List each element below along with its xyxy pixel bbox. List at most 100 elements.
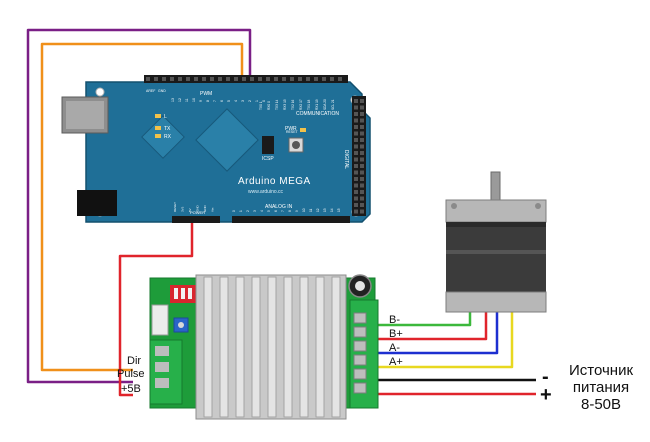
a-plus-pin-label: A+ [389,356,403,368]
header-hole [274,77,278,81]
header-hole [354,144,358,149]
header-hole [178,77,182,81]
wire-b-minus-green [358,308,472,327]
header-hole [218,77,222,81]
pin-label: Vin [211,207,215,212]
pin-label: TX0 1 [259,101,263,110]
header-pin-holes [146,77,364,214]
header-hole [360,144,364,149]
header-hole [338,77,342,81]
header-hole [266,77,270,81]
aref-label: AREF [146,89,155,93]
pin-label: 1 [255,100,259,102]
analog-in-section-label: ANALOG IN [265,204,293,210]
header-hole [202,77,206,81]
pin-label: 10 [192,98,196,102]
pin-label: 9 [199,100,203,102]
header-hole [360,151,364,155]
plus-5v-pin-label: +5B [121,383,141,395]
heatsink-fin [267,276,277,418]
icsp-label: ICSP [262,156,274,162]
stepper-motor [445,171,547,313]
pin-label: 11 [309,208,313,212]
pin-label: 3V3 [181,206,185,212]
pin-label: 12 [178,98,182,102]
header-hole [360,118,364,123]
reset-label: RESET [286,130,299,134]
pin-label: 4 [234,100,238,102]
heatsink-fin [283,276,293,418]
power-supply-label: Источник питания 8-50В [556,362,646,413]
motor-rear-plate [445,291,547,313]
header-hole [186,77,190,81]
header-hole [354,190,358,194]
psu-title-line1: Источник [568,362,634,379]
wire-a-minus-blue [358,308,499,355]
power-header [172,216,220,223]
arduino-model-label: Arduino MEGA [238,176,311,187]
header-hole [354,177,358,181]
header-hole [360,131,364,136]
pin-label: 6 [220,100,224,102]
pin-label: TX2 16 [291,99,295,110]
terminal-screw [353,326,367,338]
pin-label: SDA 20 [323,99,327,110]
pin-label: TX3 14 [275,99,279,110]
terminal-screw [353,368,367,380]
led-label-rx: RX [164,134,172,140]
terminal-screw [353,340,367,352]
led-label-l: L [164,114,167,120]
terminal-screw [353,382,367,394]
header-hole [360,170,364,175]
header-hole [354,138,358,142]
gnd-label: GND [158,89,166,93]
header-hole [354,170,358,175]
header-hole [250,77,254,81]
pin-label: TX1 18 [307,99,311,110]
psu-minus-sign: - [542,366,549,388]
pin-label: RESET [173,202,177,212]
pin-label: 2 [248,100,252,102]
heatsink [195,274,347,420]
header-hole [360,177,364,181]
pin-label: 0 [262,100,266,102]
main-chip [195,108,259,172]
header-hole [354,183,358,188]
pulse-pin-label: Pulse [117,368,145,380]
header-hole [306,77,310,81]
header-hole [258,77,262,81]
pin-label: 7 [213,100,217,102]
pin-label: GND [203,205,207,213]
header-hole [360,157,364,162]
pin-label: 9 [295,210,299,212]
heatsink-fin [235,276,245,418]
pin-label: 0 [232,210,236,212]
psu-voltage: 8-50В [580,396,622,413]
pin-label: 8 [288,210,292,212]
header-hole [360,105,364,110]
header-hole [354,131,358,136]
pin-label: RX1 19 [315,99,319,110]
driver-aux-connector [151,304,169,336]
pin-label: 3 [253,210,257,212]
wire-dir-purple [26,28,252,384]
header-hole [360,99,364,103]
pin-label: 4 [260,210,264,212]
psu-title-line2: питания [572,379,630,396]
motor-body [446,222,546,292]
pin-label: 11 [185,98,189,102]
arduino-mega-board: Arduino MEGA www.arduino.cc PWM COMMUNIC… [61,75,371,223]
analog-header [232,216,350,223]
header-hole [360,203,364,207]
header-hole [360,164,364,168]
pin-label: 15 [337,208,341,212]
header-hole [314,77,318,81]
header-hole [354,112,358,116]
pin-label: 13 [323,208,327,212]
pin-label: 2 [246,210,250,212]
wire-5v-red [118,219,194,397]
led-label-tx: TX [164,126,171,132]
header-hole [290,77,294,81]
